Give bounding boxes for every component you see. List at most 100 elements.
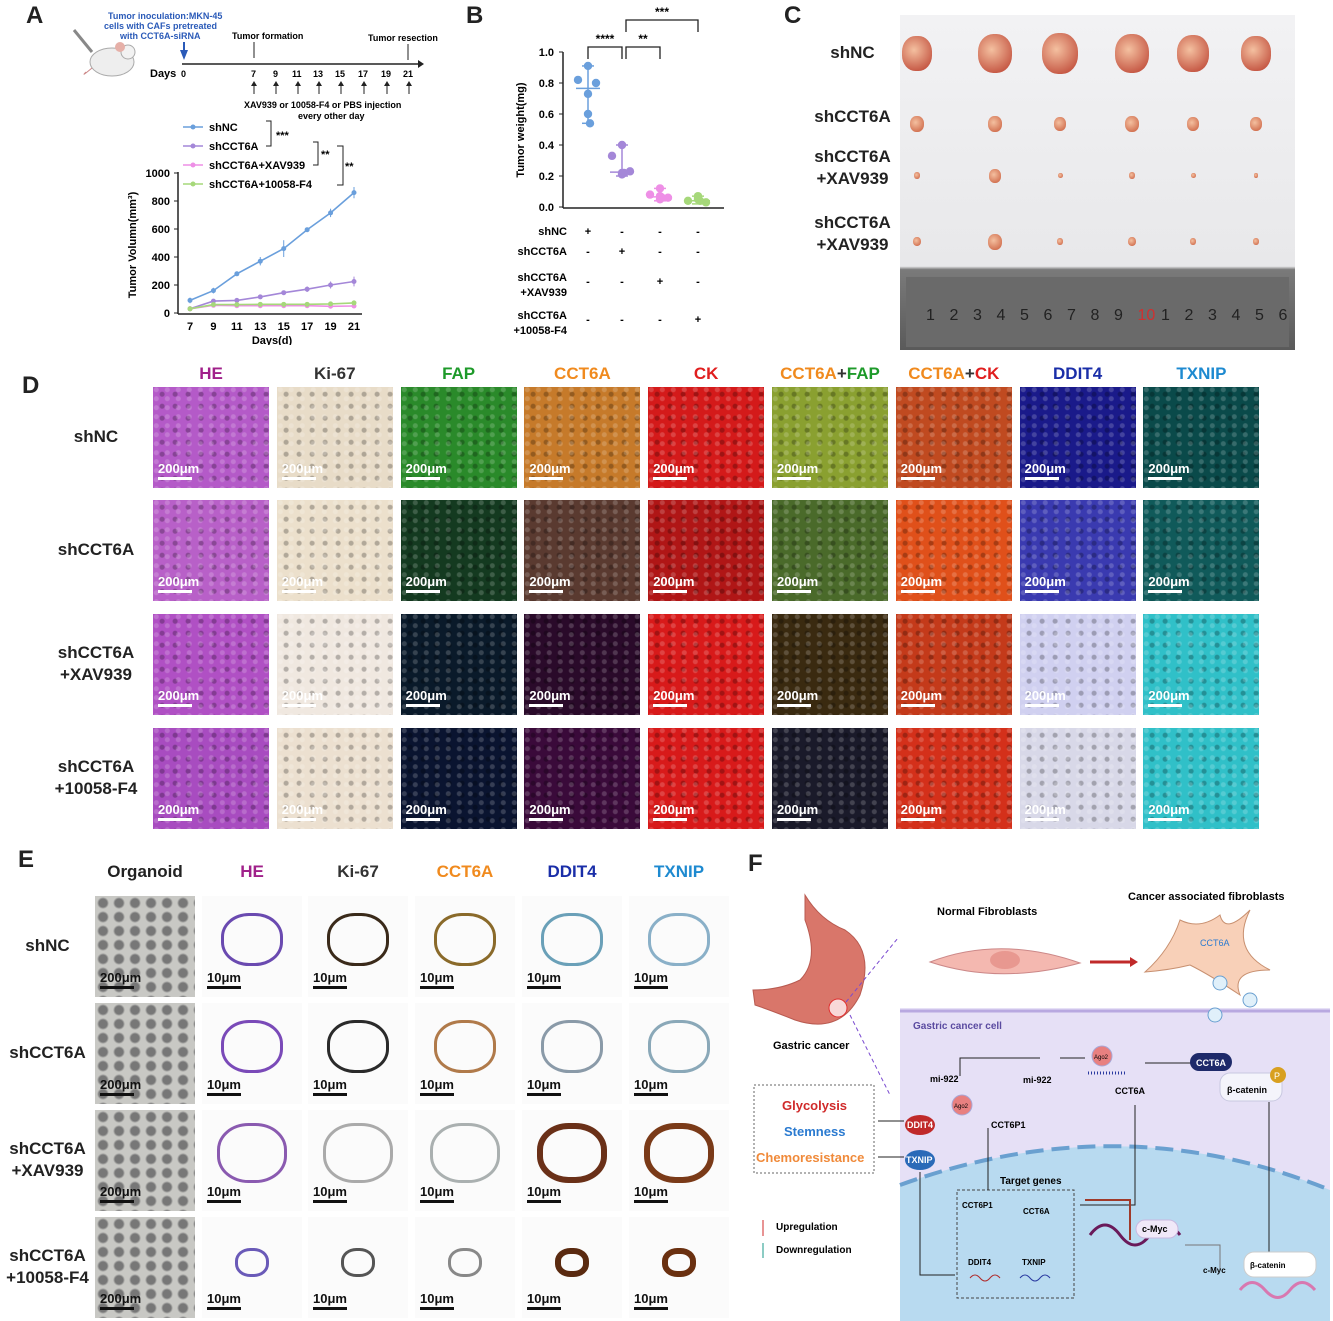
scale-bar-label: 200μm: [1024, 802, 1066, 817]
scale-bar-label: 10μm: [527, 970, 561, 985]
group-row-label: shNC: [538, 226, 567, 238]
scale-bar: 200μm: [900, 574, 942, 593]
scale-bar-label: 10μm: [313, 1077, 347, 1092]
organoid-outline: [537, 1123, 607, 1183]
scale-bar-line: [527, 1307, 561, 1310]
legend-marker: [190, 181, 196, 187]
y-tick-label: 600: [152, 224, 170, 236]
scale-bar: 200μm: [777, 802, 818, 821]
ihc-tile: 10μm: [202, 1003, 302, 1104]
group-row-label: shCCT6A: [517, 246, 567, 258]
row-label-line: shNC: [25, 936, 70, 955]
data-point: [210, 302, 216, 308]
scale-bar-label: 200μm: [1148, 574, 1190, 589]
scale-bar-line: [777, 590, 811, 593]
tumor: [1125, 116, 1139, 133]
scale-bar: 10μm: [634, 1184, 668, 1203]
micrograph-tile: 200μm: [1019, 728, 1136, 829]
micrograph-tile: 200μm: [153, 500, 269, 601]
data-point: [591, 78, 601, 88]
data-point: [187, 306, 193, 312]
scale-bar-label: 200μm: [900, 461, 942, 476]
ihc-tile: 10μm: [522, 896, 622, 997]
svg-text:Chemoresistance: Chemoresistance: [756, 1150, 864, 1165]
scale-bar-line: [207, 1307, 241, 1310]
data-point: [573, 75, 583, 85]
injection-arrowhead: [406, 81, 412, 86]
organoid-outline: [221, 1020, 283, 1073]
ihc-tile: 10μm: [629, 896, 729, 997]
sig-stars: **: [345, 161, 354, 173]
tumor: [988, 116, 1002, 133]
group-mark: -: [658, 314, 662, 326]
tumor: [1250, 117, 1262, 131]
scale-bar: 10μm: [634, 970, 668, 989]
scale-bar: 10μm: [420, 1077, 454, 1096]
micrograph-tile: 200μm: [772, 387, 888, 488]
ihc-tile: 10μm: [629, 1217, 729, 1318]
svg-text:CCT6P1: CCT6P1: [991, 1120, 1026, 1130]
scale-bar-label: 200μm: [1148, 802, 1190, 817]
scale-bar-line: [207, 1093, 241, 1096]
tumor: [1057, 172, 1063, 179]
scale-bar-label: 200μm: [100, 970, 142, 985]
scale-bar-label: 200μm: [653, 574, 695, 589]
scale-bar-line: [313, 1200, 347, 1203]
row-label-line: shCCT6A: [57, 757, 135, 776]
scale-bar: 200μm: [900, 688, 942, 707]
data-point: [187, 297, 193, 303]
scale-bar-label: 200μm: [158, 802, 200, 817]
ruler-number: 6: [1043, 307, 1053, 324]
data-point: [351, 190, 357, 196]
tumor: [1129, 172, 1135, 179]
data-point: [351, 300, 357, 306]
scale-bar-label: 10μm: [527, 1291, 561, 1306]
sig-stars: ***: [276, 130, 290, 142]
row-label-line: shCCT6A: [814, 147, 891, 166]
scale-bar-line: [653, 477, 688, 480]
scale-bar: 200μm: [653, 802, 694, 821]
ruler-number: 1: [1161, 307, 1170, 324]
scale-bar-line: [158, 704, 192, 707]
svg-text:DDIT4: DDIT4: [968, 1258, 992, 1267]
scale-bar: 200μm: [281, 688, 323, 707]
ihc-tile: 10μm: [522, 1217, 622, 1318]
data-point: [257, 294, 263, 300]
ruler-number: 9: [1114, 307, 1123, 324]
svg-text:CCT6A: CCT6A: [1200, 938, 1230, 948]
scale-bar: 10μm: [527, 1291, 561, 1310]
header-part: +: [964, 364, 975, 383]
organoid-outline: [648, 913, 710, 966]
scale-bar: 200μm: [529, 802, 571, 821]
column-header-ddit4: DDIT4: [1053, 364, 1103, 383]
svg-text:Stemness: Stemness: [784, 1124, 845, 1139]
scale-bar-label: 10μm: [634, 1184, 668, 1199]
group-mark: +: [695, 314, 701, 326]
row-label-line: +10058-F4: [54, 779, 138, 798]
ihc-tile: 10μm: [415, 1003, 515, 1104]
scale-bar-line: [527, 986, 561, 989]
outcomes-box: [753, 1084, 875, 1174]
photo-row-label: shCCT6A+XAV939: [800, 146, 905, 190]
scale-bar: 200μm: [529, 688, 571, 707]
y-axis-title: Tumor Volumn(mm³): [127, 191, 139, 298]
scale-bar: 10μm: [420, 1184, 454, 1203]
y-axis-title: Tumor weight(mg): [515, 82, 527, 177]
scale-bar-label: 200μm: [158, 574, 200, 589]
scale-bar: 10μm: [527, 970, 561, 989]
scale-bar-label: 200μm: [281, 574, 323, 589]
ihc-tile: 10μm: [202, 1217, 302, 1318]
scale-bar-label: 200μm: [777, 574, 819, 589]
scale-bar-line: [405, 590, 440, 593]
data-point: [655, 184, 665, 193]
timeline-day-label: 19: [381, 69, 391, 79]
y-tick-label: 0.6: [539, 109, 554, 121]
scale-bar-label: 10μm: [634, 970, 668, 985]
scale-bar-label: 200μm: [529, 688, 571, 703]
timeline-day-label: 11: [292, 69, 302, 79]
micrograph-tile: 200μm: [153, 614, 269, 715]
photo-row-label: shCCT6A: [800, 106, 905, 128]
scale-bar-label: 200μm: [529, 574, 571, 589]
data-point: [304, 227, 310, 233]
micrograph-tile: 200μm: [276, 500, 393, 601]
